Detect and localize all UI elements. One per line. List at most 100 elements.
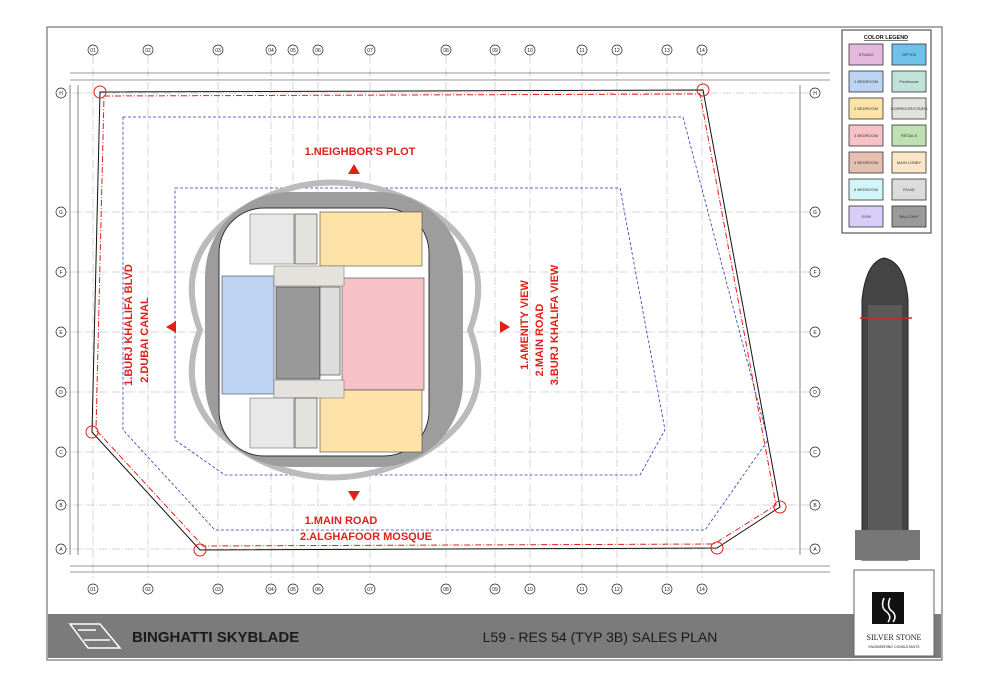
- grid-bubble: [55, 499, 67, 511]
- legend-swatch: [848, 97, 884, 120]
- legend-item-label: 3 BEDROOM: [854, 133, 878, 138]
- grid-row-label: A: [59, 547, 63, 553]
- grid-row-label: F: [813, 270, 816, 276]
- direction-left-label-2: 2.DUBAI CANAL: [139, 297, 151, 383]
- legend-item: CORRIDOR/STAIRS: [890, 97, 928, 120]
- legend-item: ROAD: [891, 178, 927, 201]
- legend-item-label: OFFICE: [902, 52, 917, 57]
- consultant-name: SILVER STONE: [867, 633, 922, 642]
- grid-column-label: 06: [315, 48, 321, 54]
- legend-swatch: [891, 124, 927, 147]
- grid-bubble: [265, 583, 277, 595]
- grid-column-label: 05: [290, 48, 296, 54]
- grid-bubble: [809, 446, 821, 458]
- legend-item: BALCONY: [891, 205, 927, 228]
- grid-bubble: [55, 266, 67, 278]
- grid-bubble: [809, 87, 821, 99]
- direction-top-label: 1.NEIGHBOR'S PLOT: [305, 146, 416, 158]
- grid-row-label: C: [813, 450, 817, 456]
- grid-column-label: 02: [145, 48, 151, 54]
- grid-bubble: [142, 583, 154, 595]
- grid-bubble: [611, 583, 623, 595]
- grid-bubble: [440, 44, 452, 56]
- grid-labels: 0101020203030404050506060707080809091010…: [55, 44, 821, 595]
- grid-bubble: [212, 583, 224, 595]
- survey-point-marker: [93, 85, 107, 99]
- grid-column-label: 12: [614, 48, 620, 54]
- arrow-right-icon: [500, 321, 510, 333]
- direction-left-label-1: 1.BURJ KHALIFA BLVD: [123, 264, 135, 386]
- grid-bubble: [55, 206, 67, 218]
- grid-column-label: 13: [664, 587, 670, 593]
- legend-item: 4 BEDROOM: [848, 151, 884, 174]
- unit-1-bedroom: [221, 275, 275, 395]
- survey-point-marker: [710, 541, 724, 555]
- service-area-bottom: [249, 397, 295, 449]
- sheet-frame: [46, 26, 943, 661]
- grid-bubble: [524, 44, 536, 56]
- grid-bubble: [55, 87, 67, 99]
- legend-item-label: BALCONY: [899, 214, 918, 219]
- grid-row-label: F: [59, 270, 62, 276]
- grid-column-label: 03: [215, 48, 221, 54]
- corridor-top: [273, 265, 345, 287]
- grid-row-label: H: [59, 91, 63, 97]
- grid-bubble: [312, 583, 324, 595]
- consultant-subtitle: ENGINEERING CONSULTANTS: [868, 645, 920, 649]
- corridor-bottom: [273, 379, 345, 399]
- grid-row-label: C: [59, 450, 63, 456]
- binghatti-logo-icon: [68, 623, 122, 649]
- arrow-up-icon: [348, 164, 360, 174]
- grid-column-label: 11: [579, 48, 584, 54]
- grid-bubble: [287, 583, 299, 595]
- survey-point-marker: [193, 543, 207, 557]
- tower-facade: [868, 305, 902, 555]
- grid-bubble: [489, 44, 501, 56]
- legend-title: COLOR LEGEND: [864, 35, 908, 41]
- plot-boundary: [91, 89, 781, 551]
- grid-row-label: E: [813, 330, 817, 336]
- legend-swatch: [891, 205, 927, 228]
- survey-point-marker: [773, 500, 787, 514]
- legend-item: OFFICE: [891, 43, 927, 66]
- grid-column-label: 04: [268, 587, 274, 593]
- legend-item: Penthouse: [891, 70, 927, 93]
- grid-bubble: [364, 44, 376, 56]
- direction-right-label-2: 2.MAIN ROAD: [534, 304, 546, 377]
- legend-swatch: [848, 124, 884, 147]
- grid-column-label: 14: [699, 48, 705, 54]
- grid-column-label: 09: [492, 48, 498, 54]
- grid-bubble: [364, 583, 376, 595]
- grid-column-label: 14: [699, 587, 705, 593]
- grid-bubble: [142, 44, 154, 56]
- grid-column-label: 09: [492, 587, 498, 593]
- direction-right-label-3: 3.BURJ KHALIFA VIEW: [549, 264, 561, 385]
- grid-row-label: A: [813, 547, 817, 553]
- legend-item-label: ROAD: [903, 187, 915, 192]
- grid-row-label: B: [59, 503, 63, 509]
- legend-swatch: [848, 205, 884, 228]
- unit-2-bedroom-top: [319, 211, 423, 267]
- legend-item: MAIN LOBBY: [891, 151, 927, 174]
- grid-bubble: [87, 583, 99, 595]
- survey-point-marker: [85, 425, 99, 439]
- legend-swatch: [848, 151, 884, 174]
- grid-row-label: E: [59, 330, 63, 336]
- grid-column-label: 12: [614, 587, 620, 593]
- grid-bubble: [55, 386, 67, 398]
- building-floor-plan: [188, 179, 482, 481]
- grid-bubble: [440, 583, 452, 595]
- grid-bubble: [809, 499, 821, 511]
- unit-3-bedroom: [341, 277, 425, 391]
- legend-swatch: [891, 151, 927, 174]
- stairs-top: [294, 213, 318, 265]
- legend-item-label: 2 BEDROOM: [854, 106, 878, 111]
- grid-bubble: [696, 44, 708, 56]
- legend-item-label: RETAILS: [901, 133, 918, 138]
- grid-bubble: [87, 44, 99, 56]
- grid-bubble: [661, 583, 673, 595]
- survey-point-marker: [696, 83, 710, 97]
- direction-bottom-label-1: 1.MAIN ROAD: [305, 515, 378, 527]
- legend-swatch: [891, 70, 927, 93]
- grid-bubble: [576, 583, 588, 595]
